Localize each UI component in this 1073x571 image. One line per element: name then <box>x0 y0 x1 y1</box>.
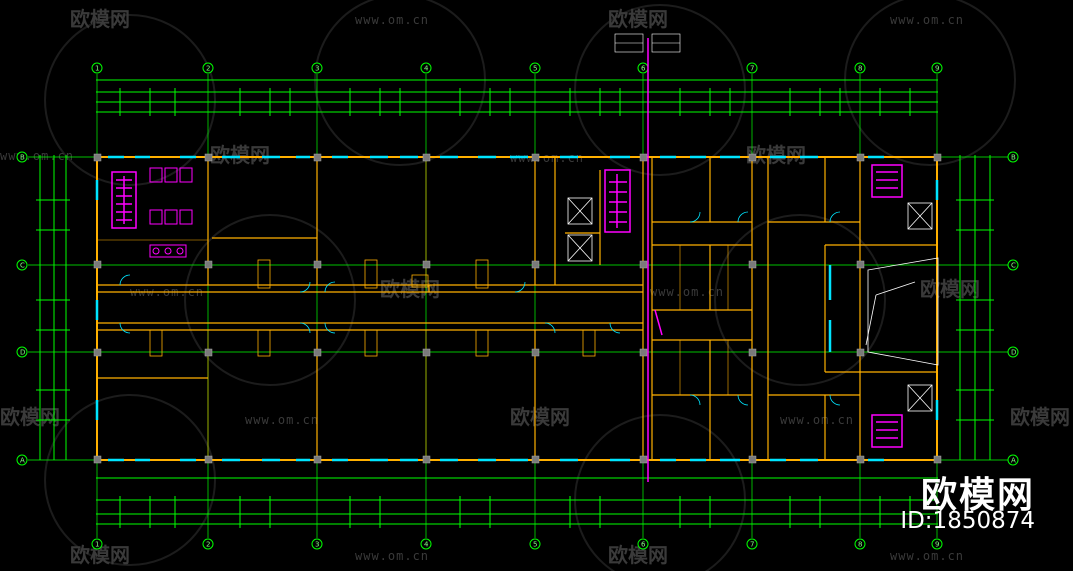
watermark-url: www.om.cn <box>355 13 429 27</box>
axis-label-A: A <box>1011 457 1016 465</box>
axis-label-8: 8 <box>858 65 862 73</box>
watermark-logo: 欧模网 <box>0 405 60 429</box>
brand-id-label: ID:1850874 <box>900 508 1035 534</box>
axis-label-1: 1 <box>95 65 99 73</box>
partition-lines <box>97 157 729 460</box>
axis-label-6: 6 <box>641 65 646 73</box>
watermark-logo: 欧模网 <box>70 7 130 31</box>
axis-label-8: 8 <box>858 541 862 549</box>
axis-label-2: 2 <box>206 65 210 73</box>
axis-label-C: C <box>20 262 25 270</box>
watermark-logo: 欧模网 <box>510 405 570 429</box>
watermark-logo: 欧模网 <box>608 543 668 567</box>
axis-label-D: D <box>20 349 25 357</box>
dimension-ticks <box>36 88 994 528</box>
watermark-url: www.om.cn <box>355 549 429 563</box>
axis-label-C: C <box>1011 262 1016 270</box>
axis-label-4: 4 <box>424 541 429 549</box>
axis-label-7: 7 <box>750 65 754 73</box>
watermark-url: www.om.cn <box>890 549 964 563</box>
axis-label-9: 9 <box>935 65 939 73</box>
axis-label-4: 4 <box>424 65 429 73</box>
axis-label-3: 3 <box>315 541 319 549</box>
elevators <box>567 197 933 412</box>
windows <box>95 155 939 462</box>
watermark-url: www.om.cn <box>780 413 854 427</box>
axis-label-D: D <box>1011 349 1016 357</box>
fixtures <box>149 167 193 258</box>
structural-columns <box>93 153 942 464</box>
axis-label-B: B <box>1011 154 1016 162</box>
axis-labels: 1 2 3 4 5 6 7 8 9 1 2 3 4 5 6 7 8 9 B C … <box>20 65 1016 549</box>
watermarks: 欧模网 www.om.cn 欧模网 www.om.cn www.om.cn 欧模… <box>0 7 1070 567</box>
watermark-logo: 欧模网 <box>920 277 980 301</box>
axis-label-9: 9 <box>935 541 939 549</box>
watermark-url: www.om.cn <box>650 285 724 299</box>
axis-label-A: A <box>20 457 25 465</box>
watermark-logo: 欧模网 <box>608 7 668 31</box>
axis-label-6: 6 <box>641 541 646 549</box>
axis-label-3: 3 <box>315 65 319 73</box>
watermark-logo: 欧模网 <box>1010 405 1070 429</box>
brand-logo-text: 欧模网 <box>920 475 1035 516</box>
doors <box>119 211 841 406</box>
grid-axes <box>28 74 1012 538</box>
interior-walls <box>97 157 937 460</box>
watermark-url: www.om.cn <box>245 413 319 427</box>
dimension-lines <box>39 79 991 525</box>
axis-label-1: 1 <box>95 541 99 549</box>
axis-label-5: 5 <box>533 541 537 549</box>
title-boxes <box>614 33 681 53</box>
axis-label-2: 2 <box>206 541 210 549</box>
room-objects <box>149 259 596 357</box>
axis-label-B: B <box>20 154 25 162</box>
axis-label-7: 7 <box>750 541 754 549</box>
atrium <box>865 257 939 366</box>
watermark-logo: 欧模网 <box>380 277 440 301</box>
watermark-logo: 欧模网 <box>210 143 270 167</box>
watermark-url: www.om.cn <box>0 149 74 163</box>
stairs <box>111 164 903 448</box>
axis-bubbles <box>16 62 1019 550</box>
axis-label-5: 5 <box>533 65 537 73</box>
watermark-url: www.om.cn <box>890 13 964 27</box>
